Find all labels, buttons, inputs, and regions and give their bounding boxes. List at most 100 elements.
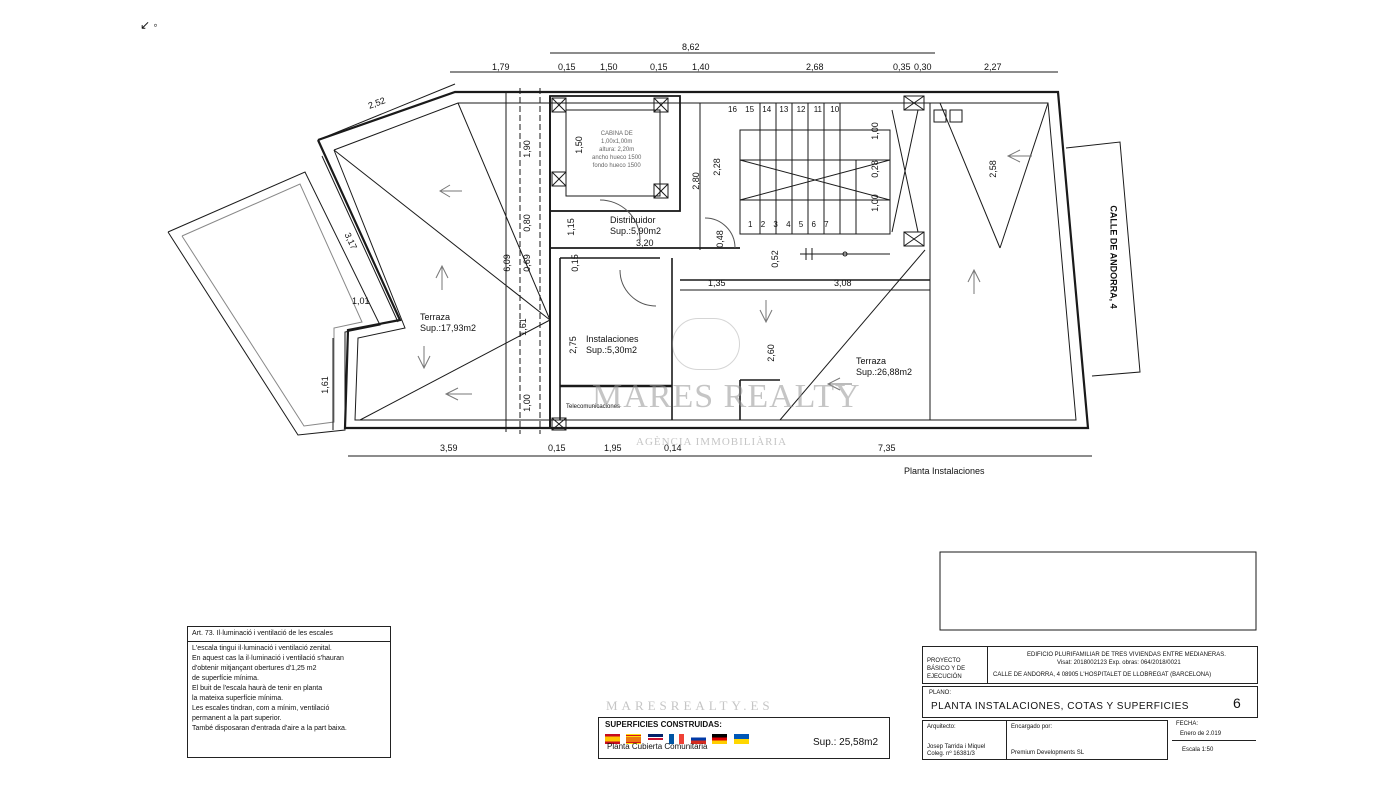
plan-title: Planta Instalaciones (904, 466, 985, 476)
stair-number: 16 (728, 105, 737, 114)
plan-label: PLANO: (929, 690, 952, 696)
dim-bottom-0: 3,59 (440, 443, 458, 453)
inner-wall (333, 102, 1077, 421)
outer-wall (316, 90, 1090, 430)
teleco-label: Telecomunicaciones (566, 404, 621, 410)
stair-number: 1 (748, 220, 753, 229)
dim-top-0: 1,79 (492, 62, 510, 72)
dim-top-5: 2,68 (806, 62, 824, 72)
date-value: Enero de 2.019 (1180, 731, 1222, 737)
watermark-tagline: AGÈNCIA IMMOBILIÀRIA (636, 436, 788, 448)
stair-number: 4 (786, 220, 791, 229)
dim-bottom-1: 0,15 (548, 443, 566, 453)
client-name: Premium Developments SL (1011, 750, 1085, 756)
titleblock-architect: Arquitecto: Josep Tarrida i Miquel Coleg… (922, 720, 1008, 760)
watermark-logo-icon (672, 318, 740, 370)
architect-reg: Coleg. nº 16381/3 (927, 751, 975, 757)
stair-numbers-bottom: 1 2 3 4 5 6 7 (748, 220, 829, 229)
architect-label: Arquitecto: (927, 724, 956, 730)
dim-v-6: 1,61 (517, 318, 528, 336)
room-terrace-left: Terraza Sup.:17,93m2 (420, 312, 477, 333)
dim-v-2: 6,09 (501, 254, 512, 272)
left-terrace-outline (167, 171, 381, 436)
stair-number: 5 (798, 220, 804, 229)
dim-v-12: 2,80 (690, 172, 701, 190)
dim-top-6: 0,35 (893, 62, 911, 72)
stair-number: 11 (813, 105, 823, 114)
surfaces-row-label: Planta Cubierta Comunitaria (607, 742, 708, 751)
stair-number: 12 (796, 105, 806, 114)
note-line: Les escales tindran, com a mínim, ventil… (192, 705, 330, 712)
dim-diag-3: 1,01 (352, 296, 370, 306)
client-label: Encargado por: (1011, 724, 1053, 730)
note-line: En aquest cas la il·luminació i ventilac… (192, 655, 344, 662)
stair-number: 3 (773, 220, 778, 229)
stair-number: 14 (762, 105, 772, 114)
dim-v-5: 0,69 (521, 254, 532, 272)
titleblock-project: PROYECTO BÁSICO Y DE EJECUCIÓN EDIFICIO … (922, 646, 1258, 684)
dim-v-15: 0,52 (769, 250, 780, 268)
right-balcony-outline (1065, 141, 1141, 377)
dim-h-3: 3,08 (834, 278, 852, 288)
dim-v-10: 0,15 (569, 254, 580, 272)
flag-spain-icon[interactable] (605, 733, 620, 744)
flag-catalonia-icon[interactable] (626, 733, 642, 744)
dim-v-3: 1,90 (521, 140, 532, 158)
dim-v-19: 1,00 (869, 194, 880, 212)
architect-name: Josep Tarrida i Miquel (927, 744, 986, 750)
note-line: L'escala tingui il·luminació i ventilaci… (192, 645, 332, 652)
dim-top-8: 2,27 (984, 62, 1002, 72)
room-terrace-right: Terraza Sup.:26,88m2 (856, 356, 913, 377)
titleblock-date: FECHA: Enero de 2.019 Escala 1:50 (1172, 720, 1256, 758)
surfaces-title: SUPERFICIES CONSTRUIDAS: (605, 720, 722, 729)
flag-ukraine-icon[interactable] (733, 733, 749, 744)
dim-top-total: 8,62 (682, 42, 700, 52)
flag-russia-icon[interactable] (690, 733, 706, 744)
note-line: El buit de l'escala haurà de tenir en pl… (192, 685, 323, 692)
note-line: de superfície mínima. (192, 675, 259, 682)
stair-number: 13 (779, 105, 789, 114)
dim-h-1: 3,20 (636, 238, 654, 248)
elevator-cabin-label: CABINA DE 1,00x1,00m altura: 2,20m ancho… (592, 131, 642, 169)
flag-uk-icon[interactable] (647, 733, 663, 744)
dim-v-13: 2,28 (711, 158, 722, 176)
flag-france-icon[interactable] (669, 733, 685, 744)
dim-v-1: 1,61 (319, 376, 330, 394)
room-distributor: Distribuidor Sup.:5,90m2 (610, 215, 662, 236)
dim-bottom-2: 1,95 (604, 443, 622, 453)
dim-bottom-4: 7,35 (878, 443, 896, 453)
dim-bottom-3: 0,14 (664, 443, 682, 453)
project-label: PROYECTO BÁSICO Y DE EJECUCIÓN (927, 658, 966, 680)
stair-number: 6 (811, 220, 816, 229)
room-installations: Instalaciones Sup.:5,30m2 (586, 334, 639, 355)
flag-germany-icon[interactable] (712, 733, 728, 744)
note-body: L'escala tingui il·luminació i ventilaci… (188, 642, 390, 736)
dim-top-4: 1,40 (692, 62, 710, 72)
watermark-brand: MARES REALTY (592, 378, 861, 415)
dim-v-8: 1,50 (573, 136, 584, 154)
dim-top-1: 0,15 (558, 62, 576, 72)
note-line: permanent a la part superior. (192, 715, 282, 722)
dim-top-2: 1,50 (600, 62, 618, 72)
scale-value: Escala 1:50 (1182, 747, 1214, 753)
dim-v-9: 1,15 (565, 218, 576, 236)
dim-v-14: 0,48 (714, 230, 725, 248)
date-label: FECHA: (1176, 721, 1199, 727)
regulation-note: Art. 73. Il·luminació i ventilació de le… (187, 626, 391, 758)
street-label: CALLE DE ANDORRA, 4 (1108, 205, 1119, 309)
dim-v-17: 1,00 (869, 122, 880, 140)
titleblock-plan: PLANO: PLANTA INSTALACIONES, COTAS Y SUP… (922, 686, 1258, 718)
note-line: També disposaran d'entrada d'aire a la p… (192, 725, 347, 732)
stair-number: 15 (745, 105, 755, 114)
stair-numbers-top: 16 15 14 13 12 11 10 (728, 105, 839, 114)
titleblock-client: Encargado por: Premium Developments SL (1006, 720, 1168, 760)
project-desc: EDIFICIO PLURIFAMILIAR DE TRES VIVIENDAS… (1027, 652, 1226, 658)
dim-v-4: 0,80 (521, 214, 532, 232)
surfaces-table: SUPERFICIES CONSTRUIDAS: Planta Cubierta… (598, 717, 890, 759)
watermark-site: MARESREALTY.ES (606, 698, 774, 713)
plan-number: 6 (1233, 695, 1241, 711)
note-title: Art. 73. Il·luminació i ventilació de le… (188, 627, 390, 642)
note-line: d'obtenir mitjançant obertures d'1,25 m2 (192, 665, 317, 672)
project-refs: Visat: 2018002123 Exp. obras: 064/2018/0… (1057, 660, 1181, 666)
